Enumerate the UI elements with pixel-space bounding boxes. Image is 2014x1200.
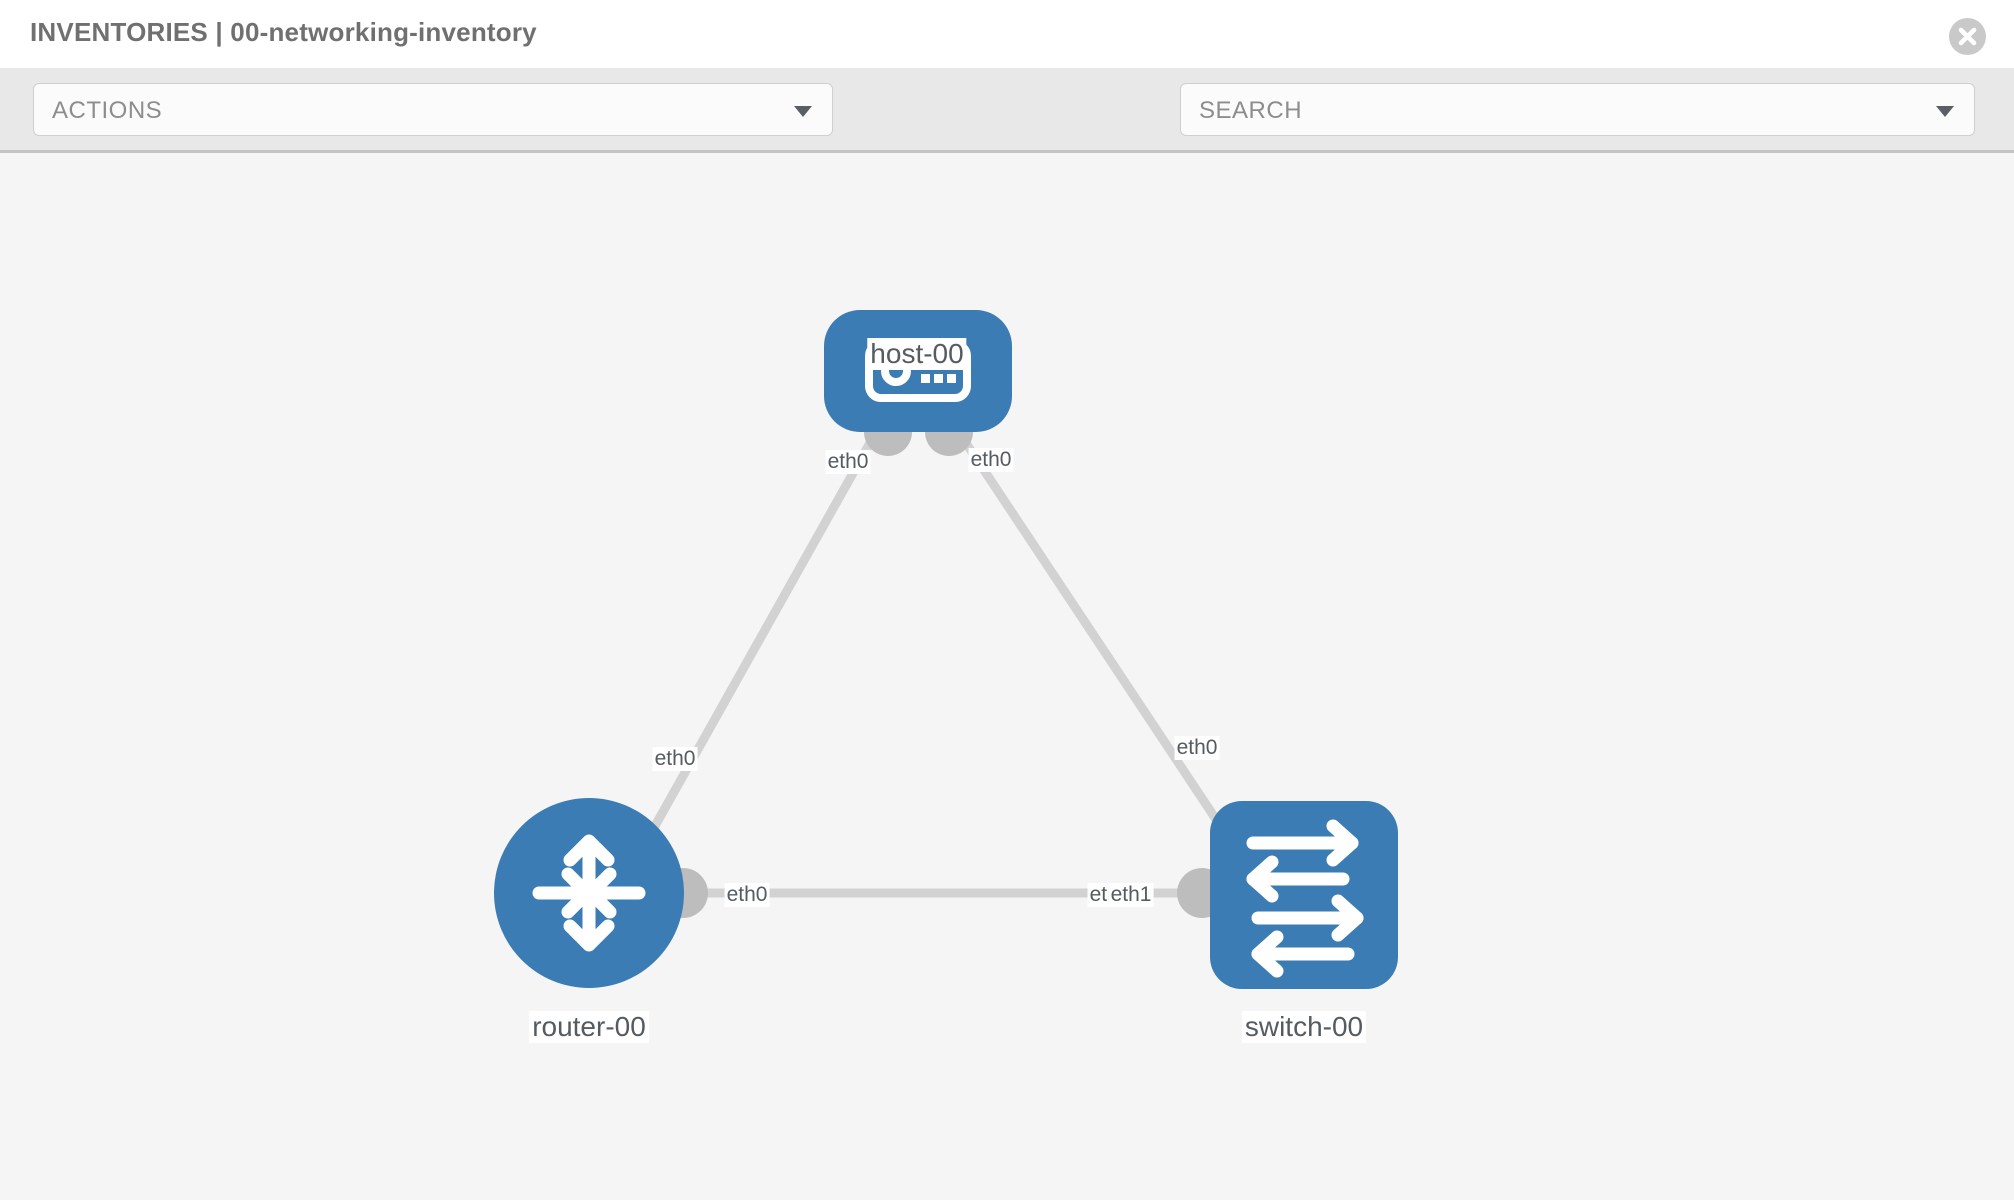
- close-icon[interactable]: [1949, 18, 1986, 55]
- window-titlebar: INVENTORIES | 00-networking-inventory: [0, 0, 2014, 68]
- interface-label-host00-to-switch00: eth0: [968, 448, 1014, 472]
- router-arrows-icon: [532, 834, 646, 952]
- interface-label-host00-to-router00: eth0: [825, 450, 871, 474]
- topology-graph: [494, 310, 1398, 989]
- actions-dropdown[interactable]: ACTIONS: [33, 83, 833, 136]
- node-host-00[interactable]: [824, 310, 1012, 432]
- chevron-down-icon: [794, 106, 812, 117]
- node-label-switch-00: switch-00: [1241, 1011, 1367, 1043]
- interface-label-switch00-to-router00: eth1: [1108, 883, 1154, 907]
- search-input[interactable]: SEARCH: [1180, 83, 1975, 136]
- switch-arrows-icon: [1246, 819, 1364, 978]
- topology-toolbar: ACTIONS SEARC: [0, 68, 2014, 197]
- node-label-router-00: router-00: [529, 1011, 649, 1043]
- interface-label-switch00-to-host00: eth0: [1174, 736, 1220, 760]
- actions-dropdown-label: ACTIONS: [52, 97, 163, 124]
- chevron-down-icon: [1936, 106, 1954, 117]
- topology-canvas[interactable]: host-00 router-00 switch-00 eth0 eth0 et…: [0, 153, 2014, 1200]
- interface-label-router00-to-switch00: eth0: [724, 883, 770, 907]
- interface-label-router00-to-host00: eth0: [652, 747, 698, 771]
- node-label-host-00: host-00: [867, 338, 967, 370]
- search-placeholder: SEARCH: [1199, 97, 1303, 124]
- page-title: INVENTORIES | 00-networking-inventory: [30, 17, 537, 47]
- edge-host00-switch00: [950, 422, 1239, 851]
- node-switch-00[interactable]: [1210, 801, 1398, 989]
- node-router-00[interactable]: [494, 798, 684, 988]
- edge-host00-router00: [633, 422, 884, 861]
